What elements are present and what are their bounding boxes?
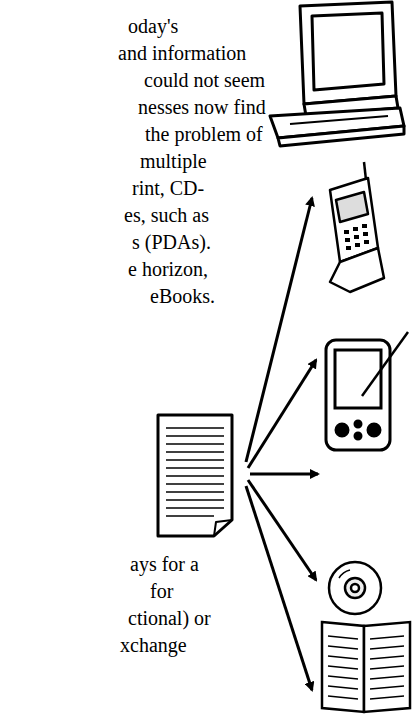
pda-icon xyxy=(326,332,408,450)
text-fragment: multiple xyxy=(140,149,207,173)
text-fragment: rint, CD- xyxy=(132,176,204,200)
distribution-arrows xyxy=(246,198,318,690)
text-fragment: ctional) or xyxy=(128,606,211,630)
computer-icon xyxy=(270,2,404,146)
document-icon xyxy=(158,415,232,536)
text-fragment: s (PDAs). xyxy=(132,230,211,254)
text-fragment: could not seem xyxy=(144,68,265,92)
text-fragment: the problem of xyxy=(145,122,263,146)
text-fragment: oday's xyxy=(128,14,178,38)
phone-icon xyxy=(330,162,384,292)
text-fragment: es, such as xyxy=(124,203,209,227)
cd-icon xyxy=(329,562,381,614)
text-fragment: for xyxy=(150,579,173,603)
text-fragment: eBooks. xyxy=(150,284,215,308)
text-fragment: nesses now find xyxy=(138,95,266,119)
text-fragment: and information xyxy=(118,41,246,65)
ebook-icon xyxy=(322,622,410,712)
text-fragment: ays for a xyxy=(130,552,199,576)
text-fragment: xchange xyxy=(120,633,187,657)
text-fragment: e horizon, xyxy=(128,257,208,281)
